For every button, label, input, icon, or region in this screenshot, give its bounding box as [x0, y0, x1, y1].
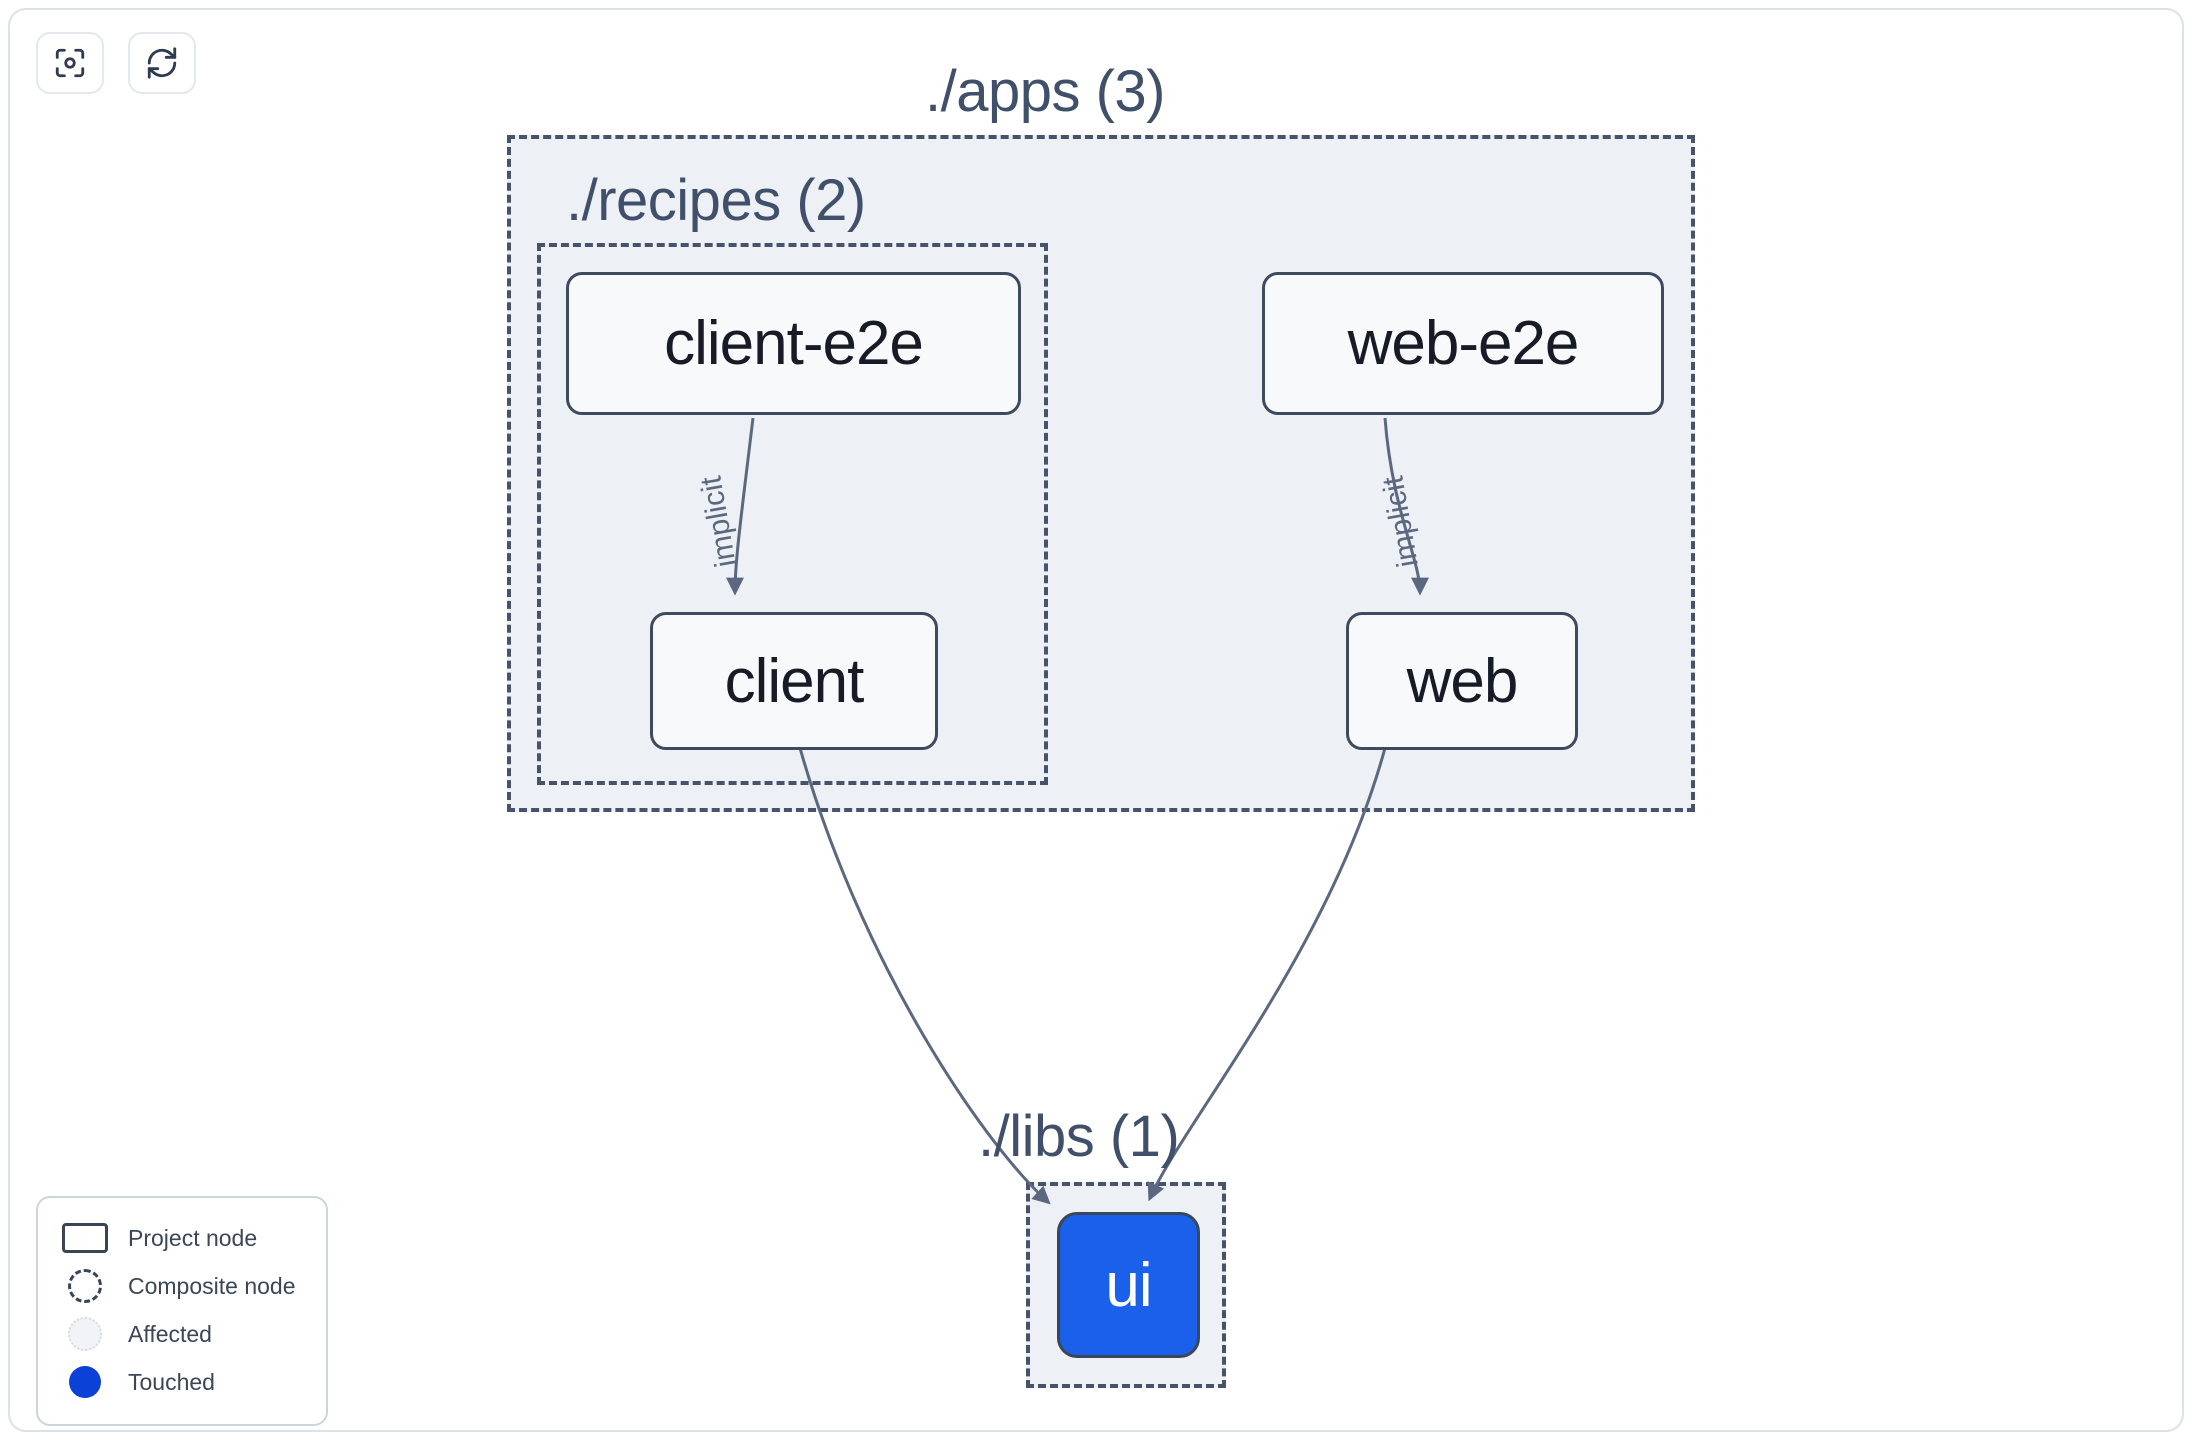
legend-label: Project node — [128, 1224, 258, 1251]
refresh-graph-button[interactable] — [128, 32, 196, 94]
legend-item-composite-node: Composite node — [56, 1262, 308, 1310]
edge-web-to-ui — [1147, 747, 1387, 1202]
node-client-e2e[interactable]: client-e2e — [566, 272, 1021, 415]
group-label-recipes: ./recipes (2) — [566, 168, 866, 233]
node-label: web — [1406, 646, 1519, 716]
legend-item-affected: Affected — [56, 1310, 308, 1358]
legend-label: Composite node — [128, 1272, 296, 1299]
group-label-apps: ./apps (3) — [925, 59, 1166, 124]
focus-target-icon — [53, 46, 87, 80]
project-node-swatch — [56, 1223, 114, 1253]
node-label: client — [724, 646, 865, 716]
node-web[interactable]: web — [1346, 612, 1578, 750]
legend-label: Touched — [128, 1368, 215, 1395]
legend-item-project-node: Project node — [56, 1214, 308, 1262]
graph-toolbar — [36, 32, 196, 94]
refresh-icon — [145, 46, 179, 80]
touched-swatch — [56, 1366, 114, 1398]
node-client[interactable]: client — [650, 612, 938, 750]
node-label: web-e2e — [1347, 309, 1580, 378]
focus-graph-button[interactable] — [36, 32, 104, 94]
node-web-e2e[interactable]: web-e2e — [1262, 272, 1664, 415]
group-label-libs: ./libs (1) — [978, 1104, 1180, 1169]
composite-node-swatch — [56, 1269, 114, 1303]
graph-legend: Project node Composite node Affected Tou… — [36, 1196, 328, 1426]
node-label: ui — [1105, 1250, 1152, 1320]
node-ui[interactable]: ui — [1057, 1212, 1200, 1358]
legend-label: Affected — [128, 1320, 212, 1347]
legend-item-touched: Touched — [56, 1358, 308, 1406]
affected-swatch — [56, 1317, 114, 1351]
node-label: client-e2e — [664, 309, 924, 378]
